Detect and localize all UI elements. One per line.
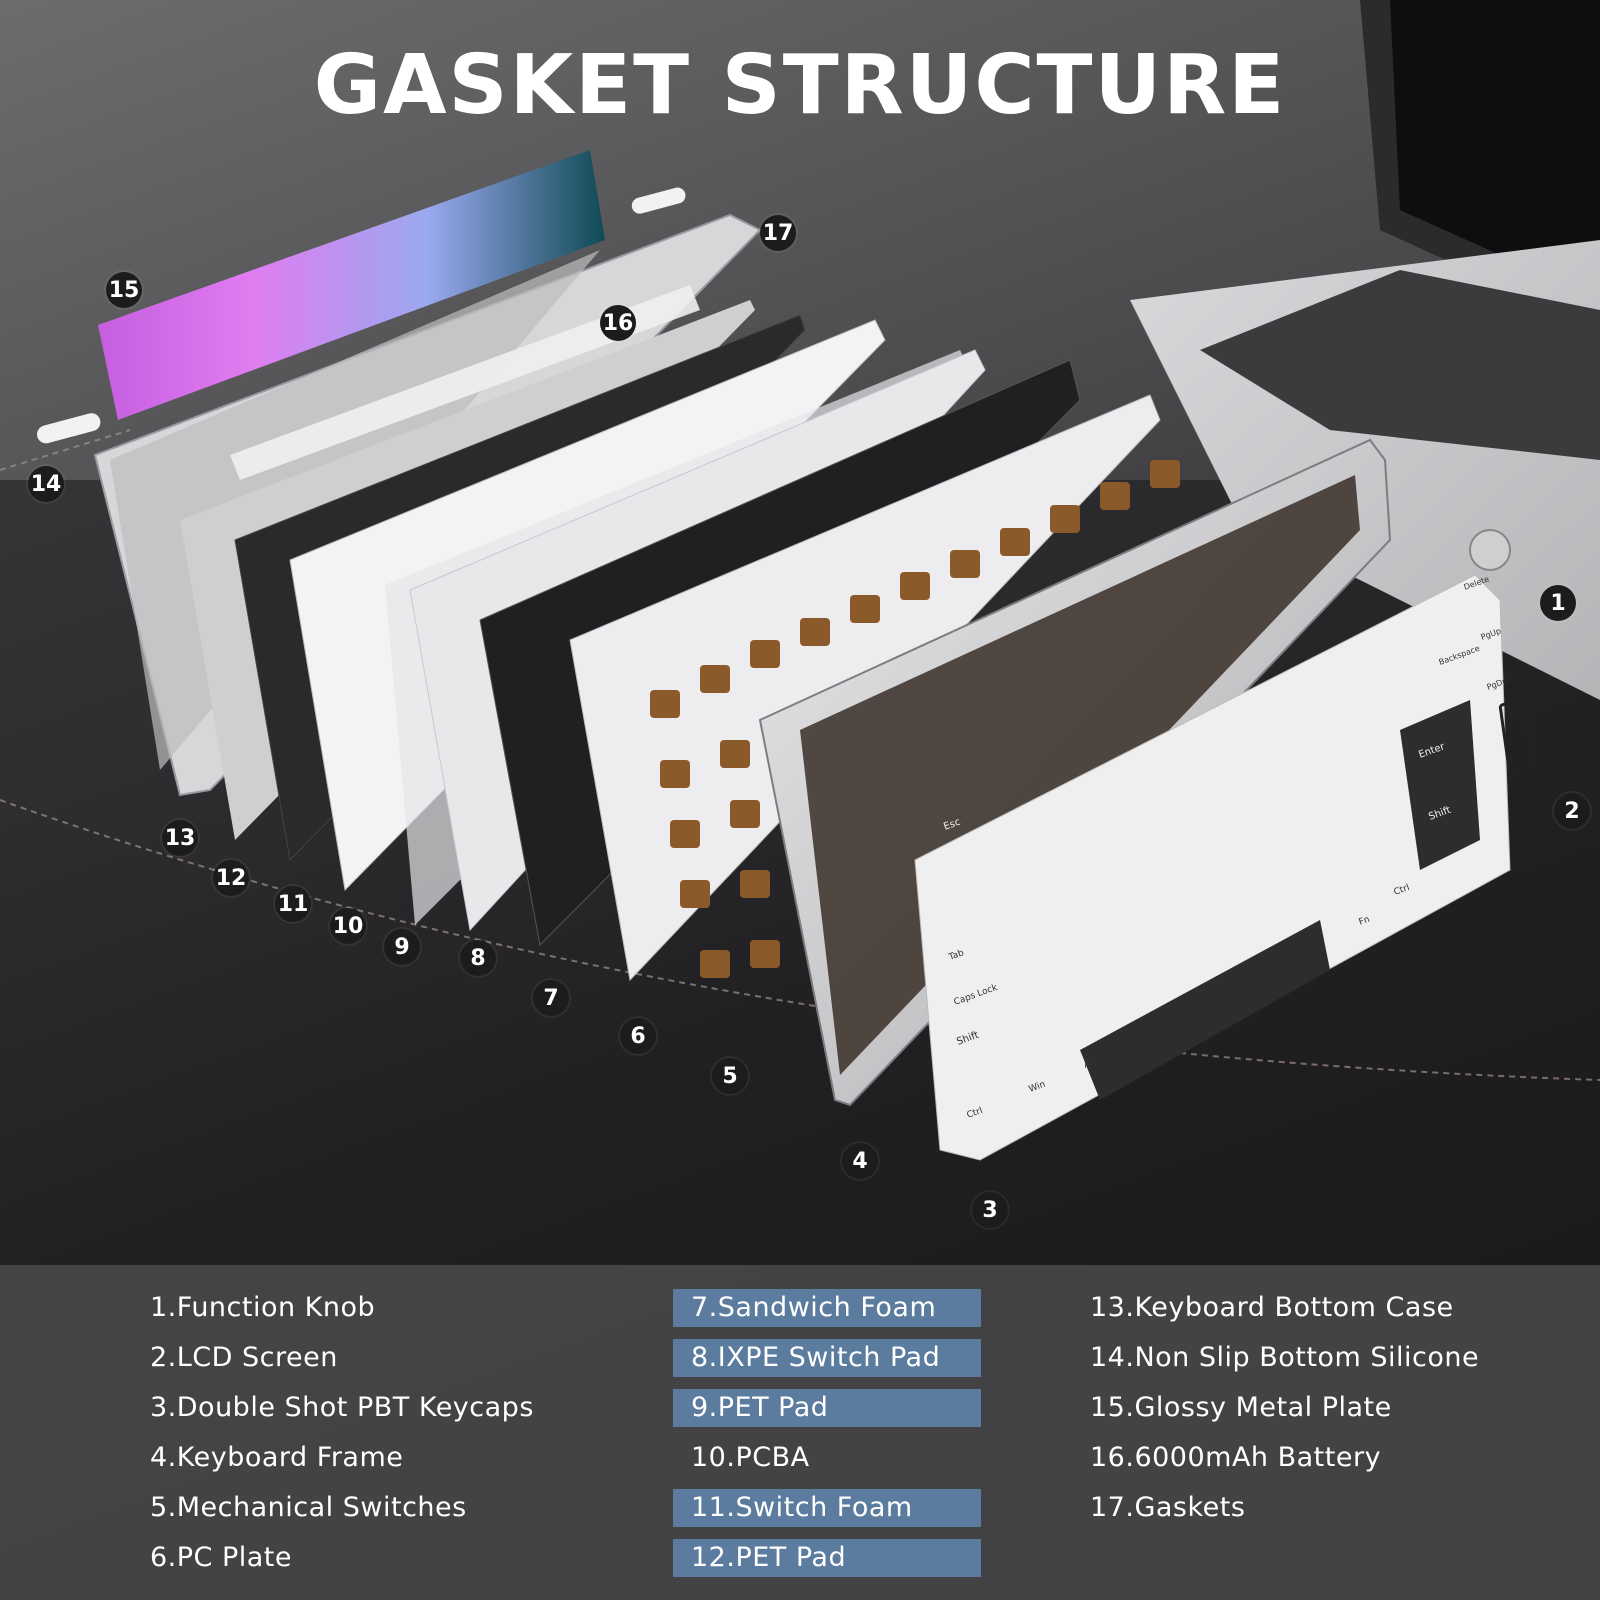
callout-4: 4	[842, 1143, 878, 1179]
legend-item: 1.Function Knob	[150, 1292, 376, 1323]
callout-1: 1	[1540, 585, 1576, 621]
legend-item-highlighted: 7.Sandwich Foam	[673, 1289, 981, 1327]
callout-17: 17	[760, 215, 796, 251]
callout-16: 16	[600, 305, 636, 341]
legend-item-highlighted: 8.IXPE Switch Pad	[673, 1339, 981, 1377]
legend-item: 3.Double Shot PBT Keycaps	[150, 1392, 534, 1423]
key-alt: Alt	[1083, 1057, 1098, 1071]
callout-10: 10	[330, 908, 366, 944]
callout-15: 15	[106, 272, 142, 308]
exploded-view: Esc Enter Shift Shift Caps Lock Tab Ctrl…	[0, 0, 1600, 1265]
legend-item: 13.Keyboard Bottom Case	[1090, 1292, 1454, 1323]
gasket-shape	[37, 413, 101, 444]
callout-2: 2	[1554, 793, 1590, 829]
callout-3: 3	[972, 1192, 1008, 1228]
callout-11: 11	[275, 886, 311, 922]
legend-column-3: 13.Keyboard Bottom Case 14.Non Slip Bott…	[1090, 1289, 1479, 1539]
key-fn: Fn	[1358, 915, 1372, 928]
callout-9: 9	[384, 929, 420, 965]
legend-item: 2.LCD Screen	[150, 1342, 338, 1373]
parts-legend: 1.Function Knob 2.LCD Screen 3.Double Sh…	[0, 1265, 1600, 1600]
callout-14: 14	[28, 466, 64, 502]
keycaps-block	[914, 529, 1536, 1161]
mat-stitching	[0, 799, 1600, 1081]
legend-item: 5.Mechanical Switches	[150, 1492, 467, 1523]
exploded-keyboard-illustration: Esc Enter Shift Shift Caps Lock Tab Ctrl…	[0, 0, 1600, 1265]
legend-item-highlighted: 9.PET Pad	[673, 1389, 981, 1427]
lcd-screen-shape	[1498, 700, 1536, 776]
legend-item: 17.Gaskets	[1090, 1492, 1246, 1523]
function-knob-shape	[1469, 529, 1511, 571]
key-esc: Esc	[942, 817, 962, 833]
legend-column-2: 7.Sandwich Foam 8.IXPE Switch Pad 9.PET …	[673, 1289, 981, 1589]
callout-13: 13	[162, 820, 198, 856]
callout-6: 6	[620, 1018, 656, 1054]
legend-item: 15.Glossy Metal Plate	[1090, 1392, 1392, 1423]
legend-item-highlighted: 11.Switch Foam	[673, 1489, 981, 1527]
legend-item: 4.Keyboard Frame	[150, 1442, 404, 1473]
page-title: GASKET STRUCTURE	[313, 38, 1287, 133]
legend-item: 16.6000mAh Battery	[1090, 1442, 1382, 1473]
legend-column-1: 1.Function Knob 2.LCD Screen 3.Double Sh…	[150, 1289, 534, 1589]
battery-shape	[230, 285, 700, 480]
callout-8: 8	[460, 940, 496, 976]
glossy-plate-shape	[98, 150, 605, 420]
legend-item: 14.Non Slip Bottom Silicone	[1090, 1342, 1480, 1373]
callout-7: 7	[533, 980, 569, 1016]
callout-12: 12	[213, 860, 249, 896]
mechanical-switches	[650, 460, 1180, 978]
legend-item: 10.PCBA	[691, 1442, 810, 1473]
callout-5: 5	[712, 1058, 748, 1094]
legend-item: 6.PC Plate	[150, 1542, 293, 1573]
gasket-shape	[631, 187, 686, 214]
legend-item-highlighted: 12.PET Pad	[673, 1539, 981, 1577]
